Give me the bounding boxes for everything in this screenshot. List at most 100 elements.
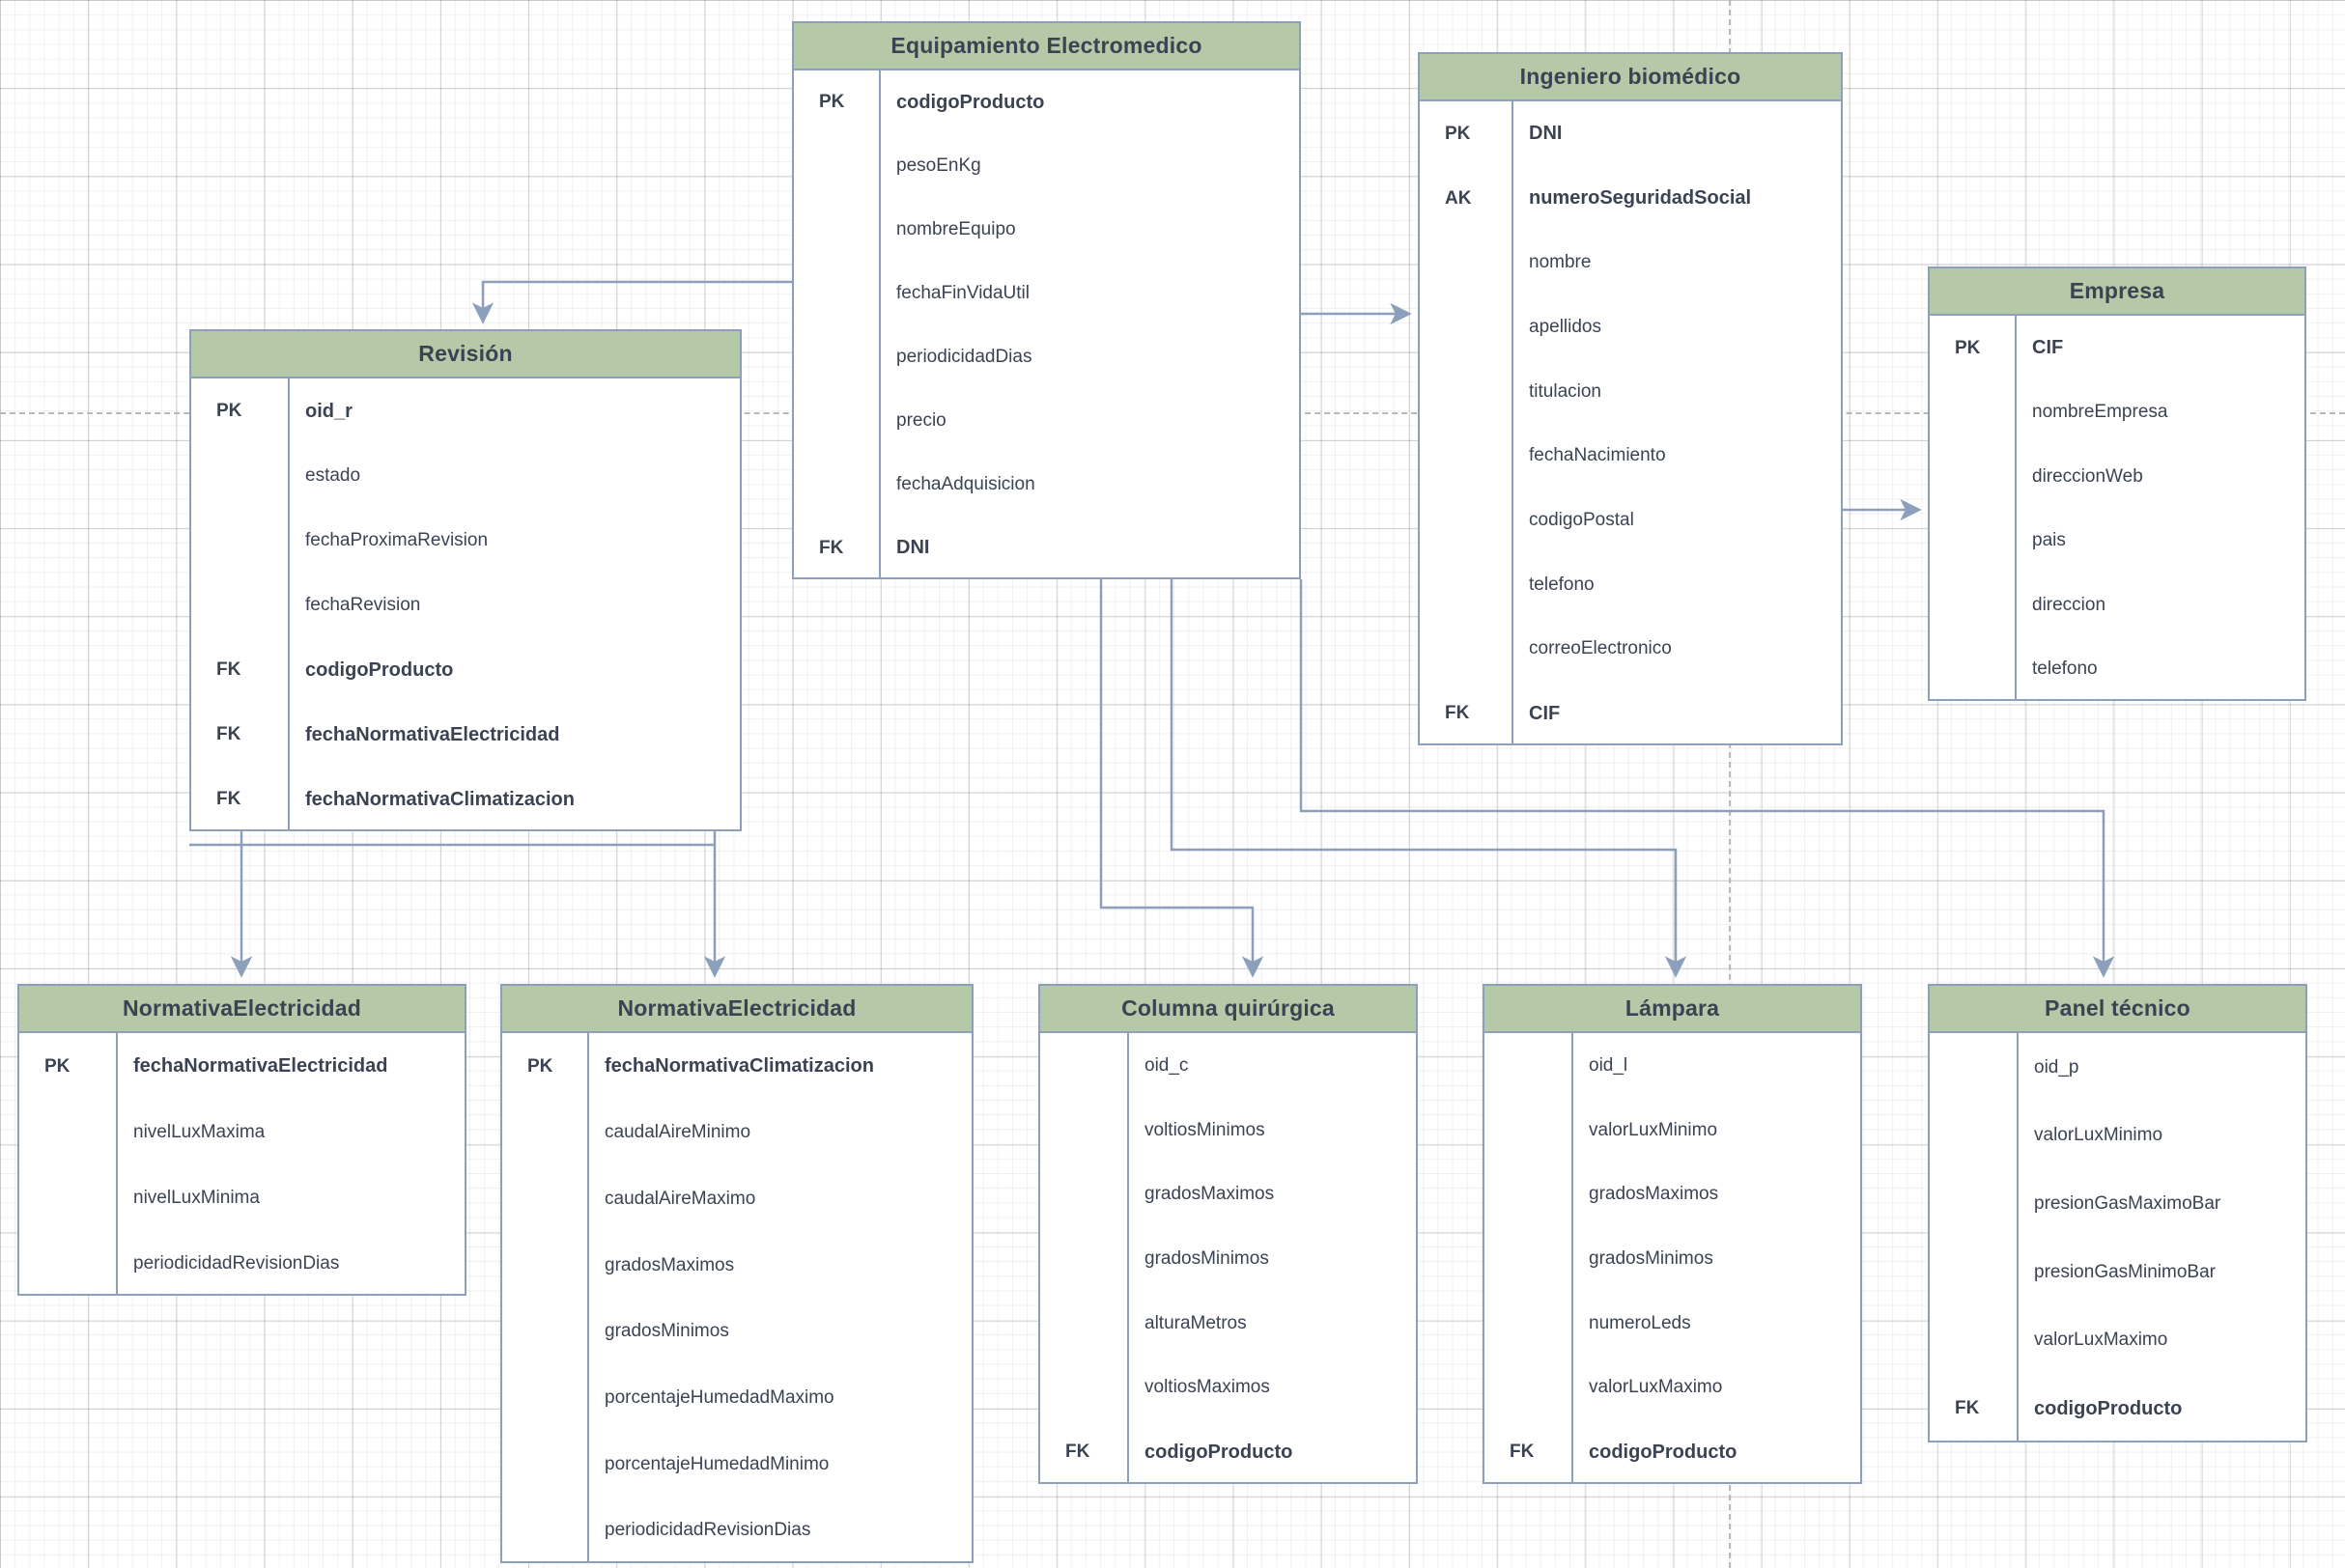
attribute-row[interactable]: apellidos (1420, 294, 1841, 359)
entity-title-revision: Revisión (191, 331, 740, 378)
attribute-row[interactable]: voltiosMaximos (1040, 1356, 1416, 1420)
attribute-name: voltiosMinimos (1144, 1119, 1265, 1140)
attribute-name: precio (896, 409, 946, 431)
attribute-row[interactable]: alturaMetros (1040, 1291, 1416, 1356)
attribute-row[interactable]: fechaRevision (191, 573, 740, 637)
attribute-row[interactable]: nombre (1420, 230, 1841, 294)
attribute-row[interactable]: valorLuxMaximo (1930, 1306, 2305, 1375)
attribute-row[interactable]: pesoEnKg (794, 134, 1299, 198)
attribute-row[interactable]: oid_l (1484, 1033, 1860, 1098)
attribute-row[interactable]: fechaAdquisicion (794, 452, 1299, 516)
attribute-row[interactable]: presionGasMaximoBar (1930, 1169, 2305, 1238)
attribute-row[interactable]: caudalAireMinimo (502, 1100, 972, 1166)
attribute-row[interactable]: periodicidadRevisionDias (19, 1230, 465, 1296)
attribute-row[interactable]: oid_c (1040, 1033, 1416, 1098)
attribute-row[interactable]: codigoPostal (1420, 488, 1841, 552)
attribute-row[interactable]: telefono (1930, 637, 2304, 702)
attribute-row[interactable]: telefono (1420, 552, 1841, 617)
attribute-name: pais (2032, 530, 2066, 551)
attribute-key-marker: PK (216, 401, 242, 421)
attribute-name: codigoPostal (1529, 509, 1634, 530)
attribute-row[interactable]: pais (1930, 509, 2304, 574)
attribute-row[interactable]: valorLuxMaximo (1484, 1356, 1860, 1420)
attribute-name: correoElectronico (1529, 638, 1672, 659)
entity-title-panel: Panel técnico (1930, 986, 2305, 1033)
attribute-row[interactable]: gradosMinimos (502, 1299, 972, 1365)
attribute-row[interactable]: voltiosMinimos (1040, 1098, 1416, 1162)
attribute-row[interactable]: porcentajeHumedadMaximo (502, 1364, 972, 1431)
attribute-row[interactable]: valorLuxMinimo (1930, 1102, 2305, 1170)
attribute-name: fechaNormativaClimatizacion (605, 1055, 874, 1078)
attribute-row[interactable]: oid_p (1930, 1033, 2305, 1102)
attribute-name: fechaRevision (305, 595, 421, 615)
attribute-row[interactable]: precio (794, 388, 1299, 452)
attribute-row[interactable]: gradosMinimos (1040, 1226, 1416, 1291)
attribute-row[interactable]: caudalAireMaximo (502, 1165, 972, 1232)
attribute-row[interactable]: titulacion (1420, 359, 1841, 424)
attribute-key-marker: PK (44, 1055, 71, 1077)
attribute-row[interactable]: gradosMaximos (1040, 1162, 1416, 1226)
attribute-row[interactable]: direccion (1930, 573, 2304, 637)
attribute-row[interactable]: fechaFinVidaUtil (794, 262, 1299, 325)
attribute-row[interactable]: numeroLeds (1484, 1291, 1860, 1356)
attribute-row[interactable]: fechaNacimiento (1420, 423, 1841, 488)
attribute-name: numeroLeds (1589, 1312, 1691, 1333)
attribute-row[interactable]: periodicidadDias (794, 325, 1299, 389)
attribute-name: nombreEmpresa (2032, 402, 2168, 423)
attribute-row[interactable]: fechaProximaRevision (191, 508, 740, 573)
attribute-row[interactable]: nivelLuxMaxima (19, 1099, 465, 1164)
attribute-name: CIF (1529, 702, 1561, 724)
attribute-row[interactable]: gradosMaximos (502, 1232, 972, 1299)
attribute-row[interactable]: PK oid_r (191, 378, 740, 443)
attribute-row[interactable]: gradosMaximos (1484, 1162, 1860, 1226)
attribute-name: estado (305, 465, 361, 486)
attribute-row[interactable]: periodicidadRevisionDias (502, 1497, 972, 1563)
attribute-row[interactable]: nombreEmpresa (1930, 380, 2304, 445)
entity-title-normativa_climatizacion: NormativaElectricidad (502, 986, 972, 1033)
attribute-key-marker: FK (1510, 1442, 1535, 1463)
attribute-row[interactable]: gradosMinimos (1484, 1226, 1860, 1291)
attribute-row[interactable]: estado (191, 443, 740, 508)
attribute-name: oid_c (1144, 1054, 1189, 1076)
entity-title-equipamiento: Equipamiento Electromedico (794, 23, 1299, 70)
attribute-name: oid_r (305, 400, 353, 422)
attribute-row[interactable]: nivelLuxMinima (19, 1164, 465, 1230)
attribute-name: porcentajeHumedadMinimo (605, 1453, 830, 1474)
attribute-row[interactable]: direccionWeb (1930, 444, 2304, 509)
attribute-row[interactable]: valorLuxMinimo (1484, 1098, 1860, 1162)
attribute-row[interactable]: correoElectronico (1420, 617, 1841, 682)
attribute-name: oid_l (1589, 1054, 1628, 1076)
attribute-name: fechaNacimiento (1529, 445, 1666, 466)
attribute-row[interactable]: porcentajeHumedadMinimo (502, 1431, 972, 1498)
attribute-row[interactable]: presionGasMinimoBar (1930, 1238, 2305, 1306)
link-equipamiento-revision (471, 280, 792, 324)
attribute-name: pesoEnKg (896, 155, 981, 177)
attribute-row[interactable]: nombreEquipo (794, 198, 1299, 262)
